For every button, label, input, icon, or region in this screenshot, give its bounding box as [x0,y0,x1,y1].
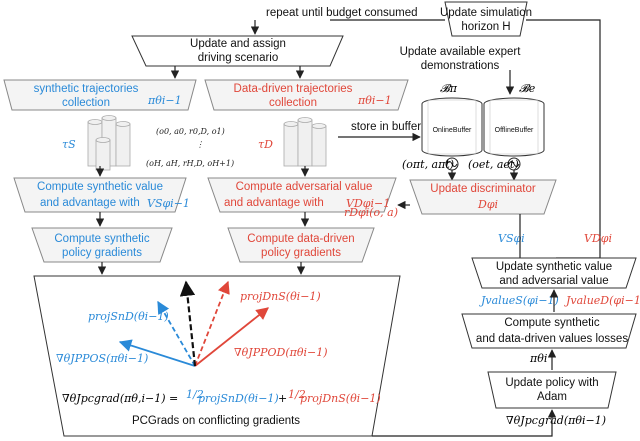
update-values-label-2: and adversarial value [499,275,608,287]
pcgrad-formula: ∇θJpcgrad(πθ,i−1) = 1/2 projSnD(θi−1) + … [62,388,381,405]
vector-pcgrad [179,280,197,367]
adam-node: Update policy with Adam [487,371,617,409]
offline-buffer-icon: OfflineBuffer [483,97,545,157]
synthetic-collection-node: synthetic trajectories collection πθi−1 [3,79,197,111]
grad-jd-label: ∇θJPPOD(πθi−1) [234,346,328,359]
expert-label-1: Update available expert [400,46,522,58]
adversarial-value-label-2: and advantage with [224,197,324,209]
vs-phi-label: VSφi [498,232,525,245]
tau-d-symbol: τD [258,138,273,151]
pi-theta-synthetic: πθi−1 [147,94,182,107]
data-gradient-label-1: Compute data-driven [247,233,354,245]
adversarial-value-label-1: Compute adversarial value [236,181,373,193]
formula-term-1: projSnD(θi−1) [198,392,279,405]
discriminator-node: Update discriminator Dφi [409,179,557,215]
synthetic-gradient-label-2: policy gradients [62,247,142,259]
vector-grad-jd [194,307,269,367]
update-values-node: Update synthetic value and adversarial v… [471,257,637,289]
pcgrad-vectors [118,280,269,367]
pcgrad-caption: PCGrads on conflicting gradients [132,415,300,427]
buffer-e-symbol: 𝓑e [519,82,536,95]
v-d-symbol: VDφi−1 [346,197,390,210]
values-loss-label-2: and data-driven values losses [476,333,628,345]
synthetic-value-label-2: and advantage with [40,197,140,209]
values-loss-label-1: Compute synthetic [504,317,599,329]
buffer-pi-symbol: 𝓑π [440,82,458,95]
grad-pcgrad-label: ∇θJpcgrad(πθi−1) [506,414,606,427]
synthetic-collection-label-2: collection [62,97,110,109]
sim-horizon-label-2: horizon H [461,21,510,33]
pair-pi-label: (oπt, aπt) [402,158,454,171]
online-buffer-icon: OnlineBuffer [421,97,483,157]
values-loss-node: Compute synthetic and data-driven values… [461,313,637,349]
formula-lhs: ∇θJpcgrad(πθ,i−1) = [62,392,178,405]
adversarial-value-node: Compute adversarial value and advantage … [207,177,397,213]
jd-value-label: JvalueD(φi−1) [564,294,640,307]
store-buffer-label: store in buffer [351,121,421,133]
v-s-symbol: VSφi−1 [147,197,190,210]
assign-label-2: driving scenario [198,52,279,64]
assign-label-1: Update and assign [190,38,286,50]
offline-buffer-label: OfflineBuffer [495,127,534,134]
data-collection-label-1: Data-driven trajectories [234,83,353,95]
data-collection-node: Data-driven trajectories collection πθi−… [204,79,409,111]
expert-label-2: demonstrations [421,60,500,72]
data-gradient-label-2: policy gradients [261,247,341,259]
online-buffer-label: OnlineBuffer [433,127,472,134]
trajectory-ellipsis: ⋮ [196,140,204,149]
synthetic-collection-label-1: synthetic trajectories [34,83,139,95]
formula-plus: + [278,392,287,405]
formula-term-2: projDnS(θi−1) [300,392,381,405]
vd-phi-label: VDφi [584,232,612,245]
sim-horizon-label-1: Update simulation [440,7,532,19]
synthetic-gradient-node: Compute synthetic policy gradients [31,227,173,263]
formula-half-blue: 1/2 [186,388,204,401]
assign-scenario-node: Update and assign driving scenario [131,35,344,67]
grad-js-label: ∇θJPPOS(πθi−1) [56,352,148,365]
sim-horizon-node: Update simulation horizon H [440,1,532,37]
vector-grad-js [118,339,196,367]
proj-ns-label: projSnD(θi−1) [88,310,169,323]
adam-label-1: Update policy with [505,377,598,389]
proj-nd-label: projDnS(θi−1) [240,290,321,303]
formula-half-red: 1/2 [288,388,306,401]
data-trajectory-icon [283,117,327,167]
trajectory-end-tuple: (oH, aH, rH,D, oH+1) [146,159,234,168]
synthetic-value-node: Compute synthetic value and advantage wi… [13,177,190,213]
vector-proj-nd [194,280,230,367]
data-gradient-node: Compute data-driven policy gradients [227,227,375,263]
synthetic-value-label-1: Compute synthetic value [37,181,163,193]
vector-proj-ns [157,300,196,367]
discriminator-label: Update discriminator [430,183,536,195]
pi-thetai-label: πθi [529,352,547,365]
r-d-label: rDφi(o, a) [344,206,398,219]
adam-label-2: Adam [537,391,567,403]
pi-theta-data: πθi−1 [357,94,392,107]
js-value-label: JvalueS(φi−1) [479,294,559,307]
data-collection-label-2: collection [269,97,317,109]
pair-e-label: (oet, aet) [468,158,519,171]
d-phi-symbol: Dφi [477,198,498,211]
update-values-label-1: Update synthetic value [496,261,612,273]
tau-s-symbol: τS [62,138,76,151]
trajectory-start-tuple: (o0, a0, r0,D, o1) [156,127,225,136]
loop-label: repeat until budget consumed [266,7,418,19]
synthetic-trajectory-icon [87,115,131,171]
synthetic-gradient-label-1: Compute synthetic [54,233,149,245]
